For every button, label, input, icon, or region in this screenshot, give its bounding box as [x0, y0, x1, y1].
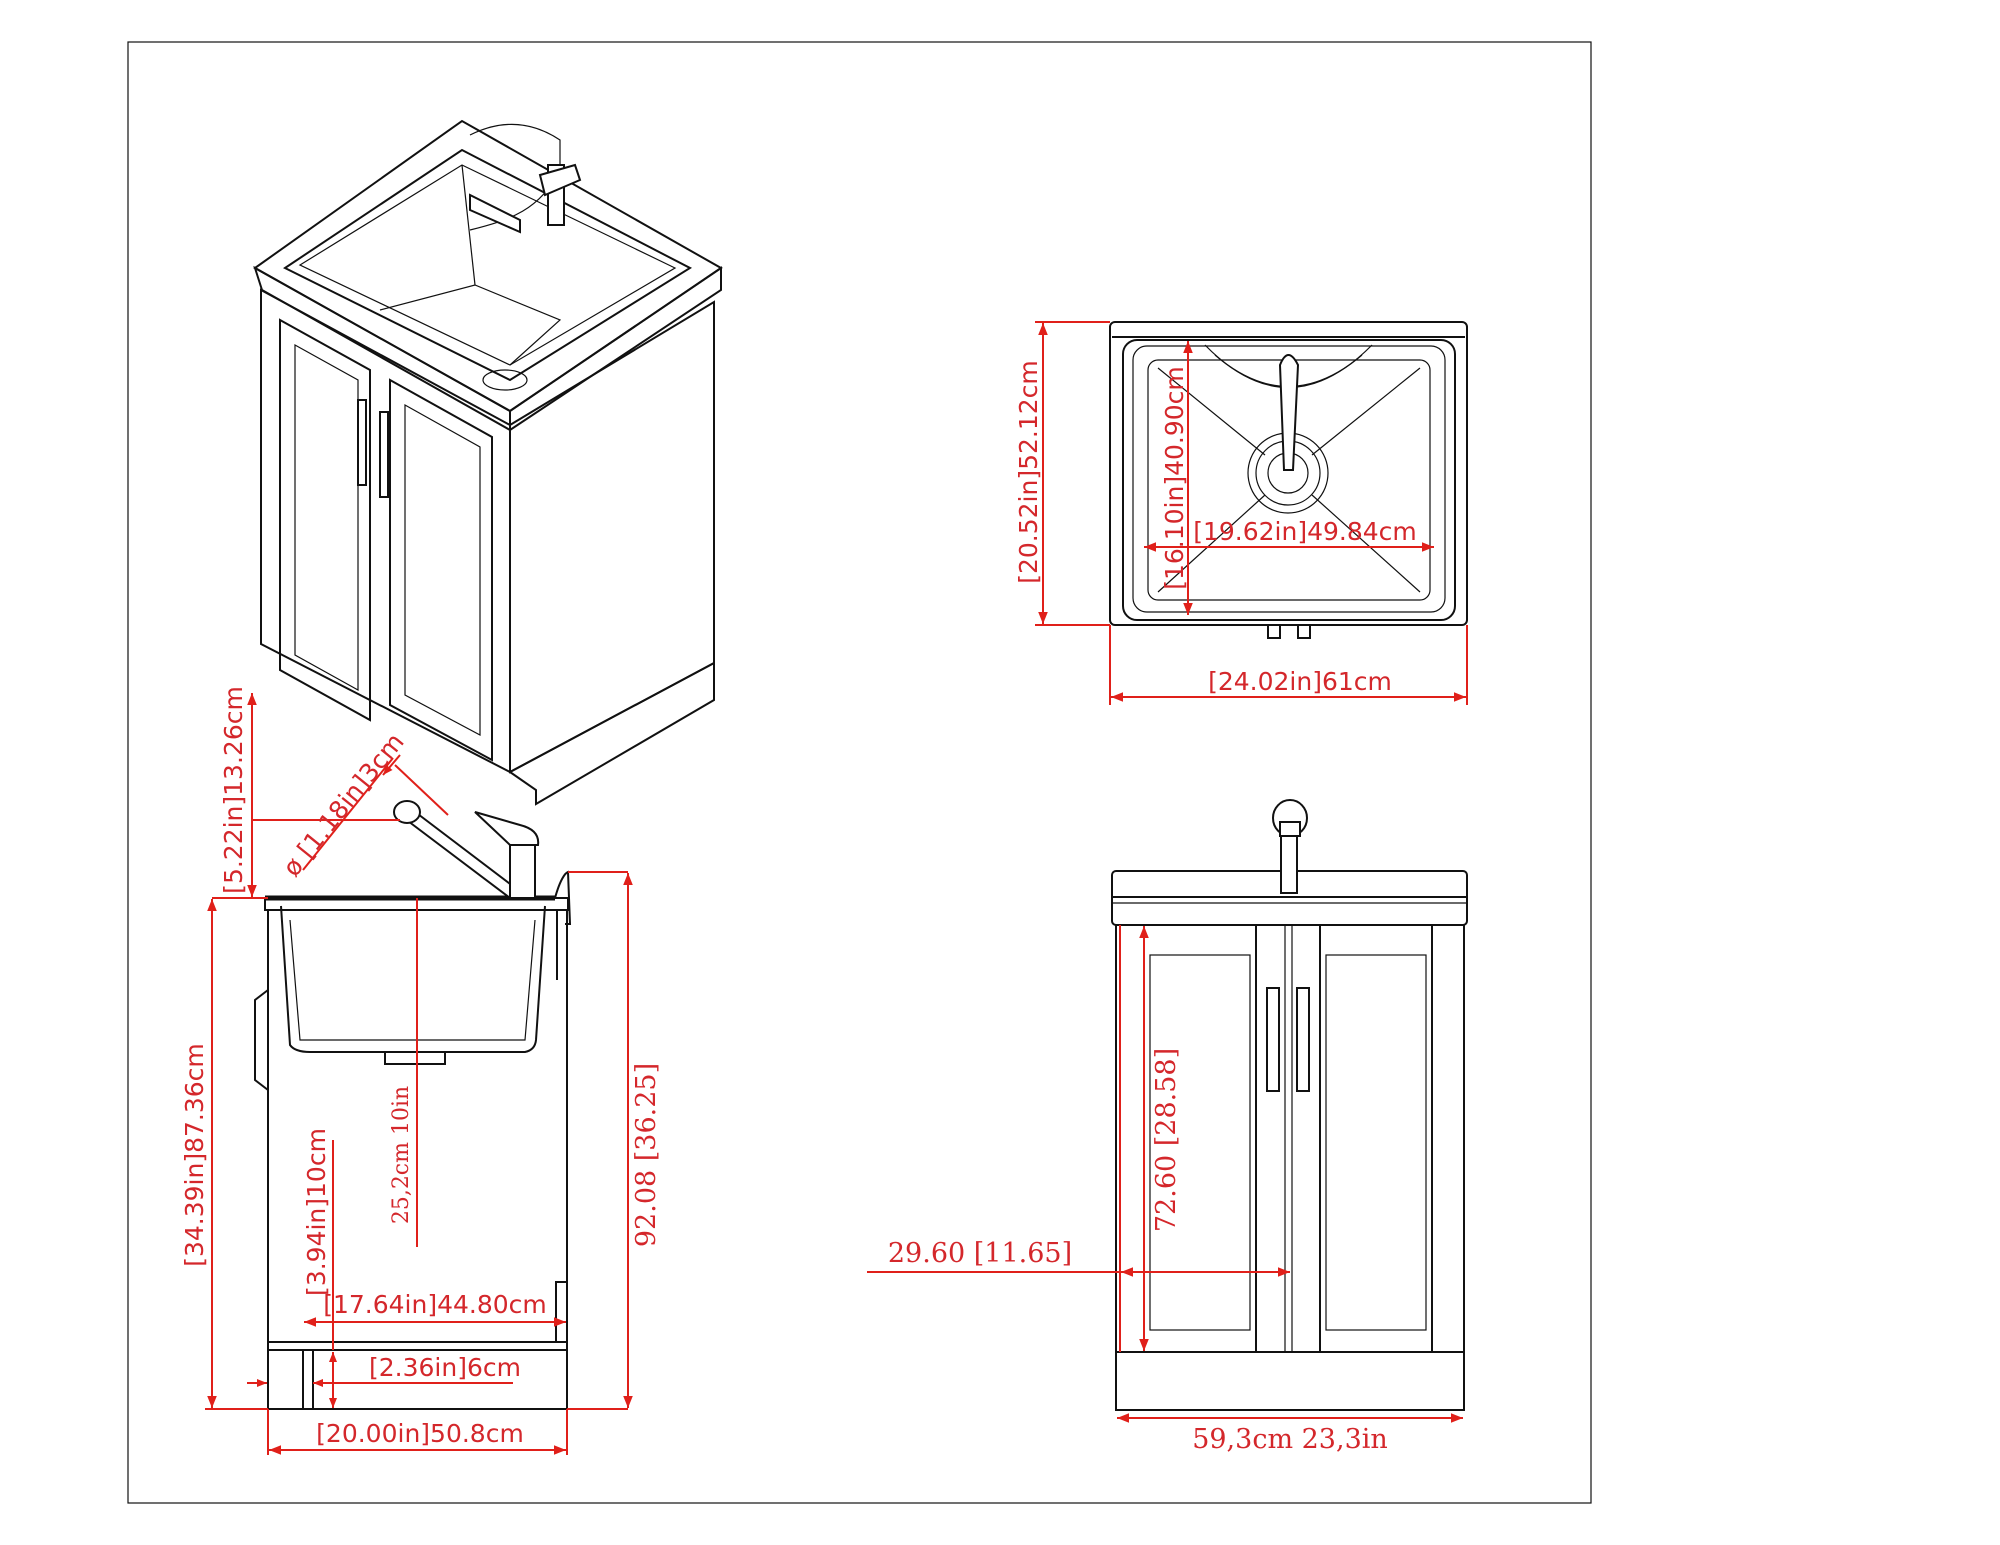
- basin-width-label: [19.62in]49.84cm: [1193, 517, 1417, 546]
- faucet-diameter-label: ø [1.18in]3cm: [277, 727, 410, 881]
- total-width-label: 59,3cm 23,3in: [1192, 1424, 1388, 1455]
- drawing-frame: [127, 41, 1592, 1504]
- cabinet-door-right: [389, 378, 493, 762]
- sink-depth-label: 25,2cm 10in: [389, 1086, 414, 1224]
- door-width-label: 29.60 [11.65]: [888, 1238, 1072, 1269]
- front-door-right: [1319, 924, 1433, 1353]
- cabinet-door-left: [279, 318, 371, 722]
- faucet: [393, 800, 540, 900]
- total-height-label: 92.08 [36.25]: [631, 1063, 662, 1247]
- total-depth-label: [20.00in]50.8cm: [316, 1419, 524, 1448]
- toe-kick-depth-label: [2.36in]6cm: [369, 1353, 521, 1382]
- door-handle: [357, 399, 367, 486]
- door-handle: [1266, 987, 1280, 1092]
- front-view: 72.60 [28.58] 29.60 [11.65] 59,3cm 23,3i…: [867, 799, 1468, 1455]
- faucet-icon: [1278, 354, 1300, 471]
- basin-depth-label: [16.10in]40.90cm: [1160, 366, 1189, 590]
- faucet-height-label: [5.22in]13.26cm: [219, 686, 248, 894]
- faucet: [1272, 799, 1308, 894]
- outer-depth-label: [20.52in]52.12cm: [1014, 360, 1043, 584]
- toe-kick-height-label: [3.94in]10cm: [302, 1128, 331, 1296]
- isometric-view: [253, 119, 723, 806]
- outer-width-label: [24.02in]61cm: [1208, 667, 1392, 696]
- door-height-label: 72.60 [28.58]: [1151, 1048, 1182, 1232]
- door-handle: [1296, 987, 1310, 1092]
- counter-height-label: [34.39in]87.36cm: [180, 1043, 209, 1267]
- top-view: [20.52in]52.12cm [16.10in]40.90cm [19.62…: [1014, 321, 1468, 705]
- door-handle: [379, 411, 389, 498]
- inner-depth-label: [17.64in]44.80cm: [323, 1290, 547, 1319]
- side-view: [5.22in]13.26cm ø [1.18in]3cm [34.39in]8…: [180, 686, 662, 1455]
